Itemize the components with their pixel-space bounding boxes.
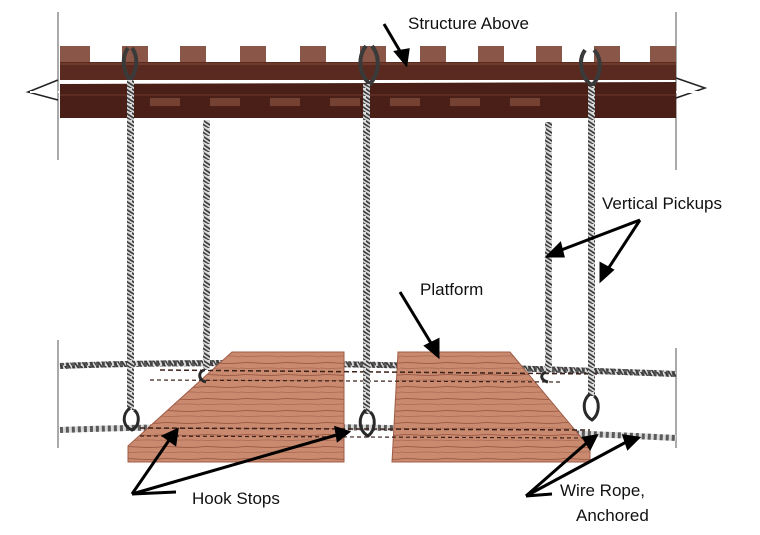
label-hook-stops: Hook Stops	[192, 489, 280, 508]
platform	[127, 351, 601, 463]
label-wire-rope-line1: Wire Rope,	[560, 481, 645, 500]
vertical-pickups	[121, 44, 602, 414]
label-platform: Platform	[420, 280, 483, 299]
pickup-rope-2	[203, 120, 210, 370]
pickup-rope-4	[545, 122, 552, 372]
label-structure-above: Structure Above	[408, 14, 529, 33]
label-vertical-pickups: Vertical Pickups	[602, 194, 722, 213]
label-wire-rope-line2: Anchored	[576, 506, 649, 525]
annotation-arrows	[130, 23, 642, 498]
pickup-rope-3	[363, 84, 370, 414]
pickup-rope-5	[588, 86, 595, 396]
plank-right	[391, 351, 591, 463]
hook-stops	[122, 368, 600, 438]
hook-icon	[122, 406, 140, 432]
top-beam	[60, 62, 676, 80]
hook-icon	[358, 408, 376, 438]
plank-left	[127, 351, 345, 463]
hook-icon	[582, 392, 600, 422]
pickup-rope-1	[127, 80, 134, 410]
